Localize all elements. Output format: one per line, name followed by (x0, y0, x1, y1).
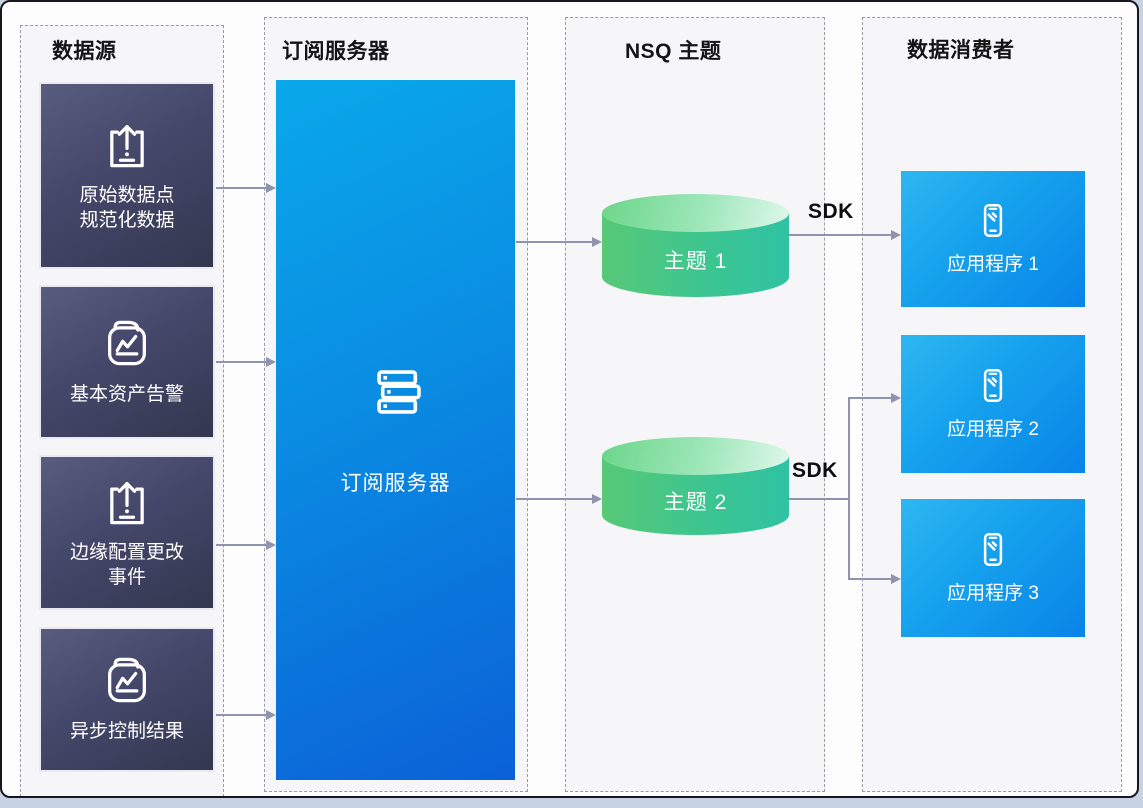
arrowhead-app2 (891, 392, 901, 403)
source-box-edge-config-change: 边缘配置更改 事件 (39, 455, 215, 610)
arrowhead-source4 (266, 709, 276, 720)
arrowhead-topic1 (592, 236, 602, 247)
source-label: 基本资产告警 (69, 383, 184, 405)
source-label: 异步控制结果 (69, 721, 184, 743)
window-bottom-strip (10, 801, 1137, 808)
arrowhead-topic2 (592, 493, 602, 504)
arrow-branch-to-app3 (848, 578, 892, 580)
topic-label: 主题 1 (663, 250, 728, 273)
app-box-3: 应用程序 3 (901, 499, 1085, 637)
source-box-normalized-data: 原始数据点 规范化数据 (39, 82, 215, 269)
server-stack-icon (367, 363, 425, 421)
subscription-server-box: 订阅服务器 (276, 80, 515, 780)
topic-cylinder-2: 主题 2 (602, 437, 789, 535)
topic-cylinder-top (602, 437, 789, 475)
arrow-source3-to-server (216, 544, 267, 546)
source-label: 原始数据点 规范化数据 (79, 184, 175, 231)
arrowhead-app3 (891, 573, 901, 584)
upload-icon (101, 475, 153, 527)
folder-chart-icon (101, 654, 153, 706)
subscription-server-label: 订阅服务器 (340, 472, 451, 495)
phone-icon (972, 200, 1014, 242)
topic-cylinder-1: 主题 1 (602, 194, 789, 297)
lane-title-data-sources: 数据源 (52, 40, 117, 63)
arrowhead-source1 (266, 182, 276, 193)
app-box-2: 应用程序 2 (901, 335, 1085, 473)
topic-label: 主题 2 (663, 490, 728, 514)
sdk-label-1: SDK (808, 200, 854, 223)
source-box-async-control-result: 异步控制结果 (39, 627, 215, 772)
lane-title-nsq-topics: NSQ 主题 (625, 40, 722, 63)
folder-chart-icon (101, 317, 153, 369)
arrow-source2-to-server (216, 361, 267, 363)
arrow-source1-to-server (216, 187, 267, 189)
sdk-label-2: SDK (792, 459, 838, 482)
arrow-topic1-to-app1 (789, 234, 892, 236)
lane-title-subscription-server: 订阅服务器 (282, 40, 390, 63)
arrow-source4-to-server (216, 714, 267, 716)
arrow-branch-to-app2 (848, 397, 892, 399)
phone-icon (972, 529, 1014, 571)
source-box-asset-alarm: 基本资产告警 (39, 285, 215, 439)
arrowhead-source2 (266, 356, 276, 367)
source-label: 边缘配置更改 事件 (69, 541, 184, 588)
line-branch-vertical (848, 397, 850, 580)
app-label: 应用程序 1 (947, 254, 1039, 276)
arrowhead-app1 (891, 229, 901, 240)
arrow-server-to-topic1 (516, 241, 593, 243)
upload-icon (101, 118, 153, 170)
app-label: 应用程序 2 (947, 419, 1039, 441)
arrowhead-source3 (266, 539, 276, 550)
phone-icon (972, 365, 1014, 407)
line-topic2-out (789, 498, 850, 500)
lane-nsq-topics (565, 17, 825, 792)
arrow-server-to-topic2 (516, 498, 593, 500)
app-label: 应用程序 3 (947, 583, 1039, 605)
app-box-1: 应用程序 1 (901, 171, 1085, 307)
topic-cylinder-top (602, 194, 789, 232)
lane-title-data-consumers: 数据消费者 (907, 39, 1015, 62)
